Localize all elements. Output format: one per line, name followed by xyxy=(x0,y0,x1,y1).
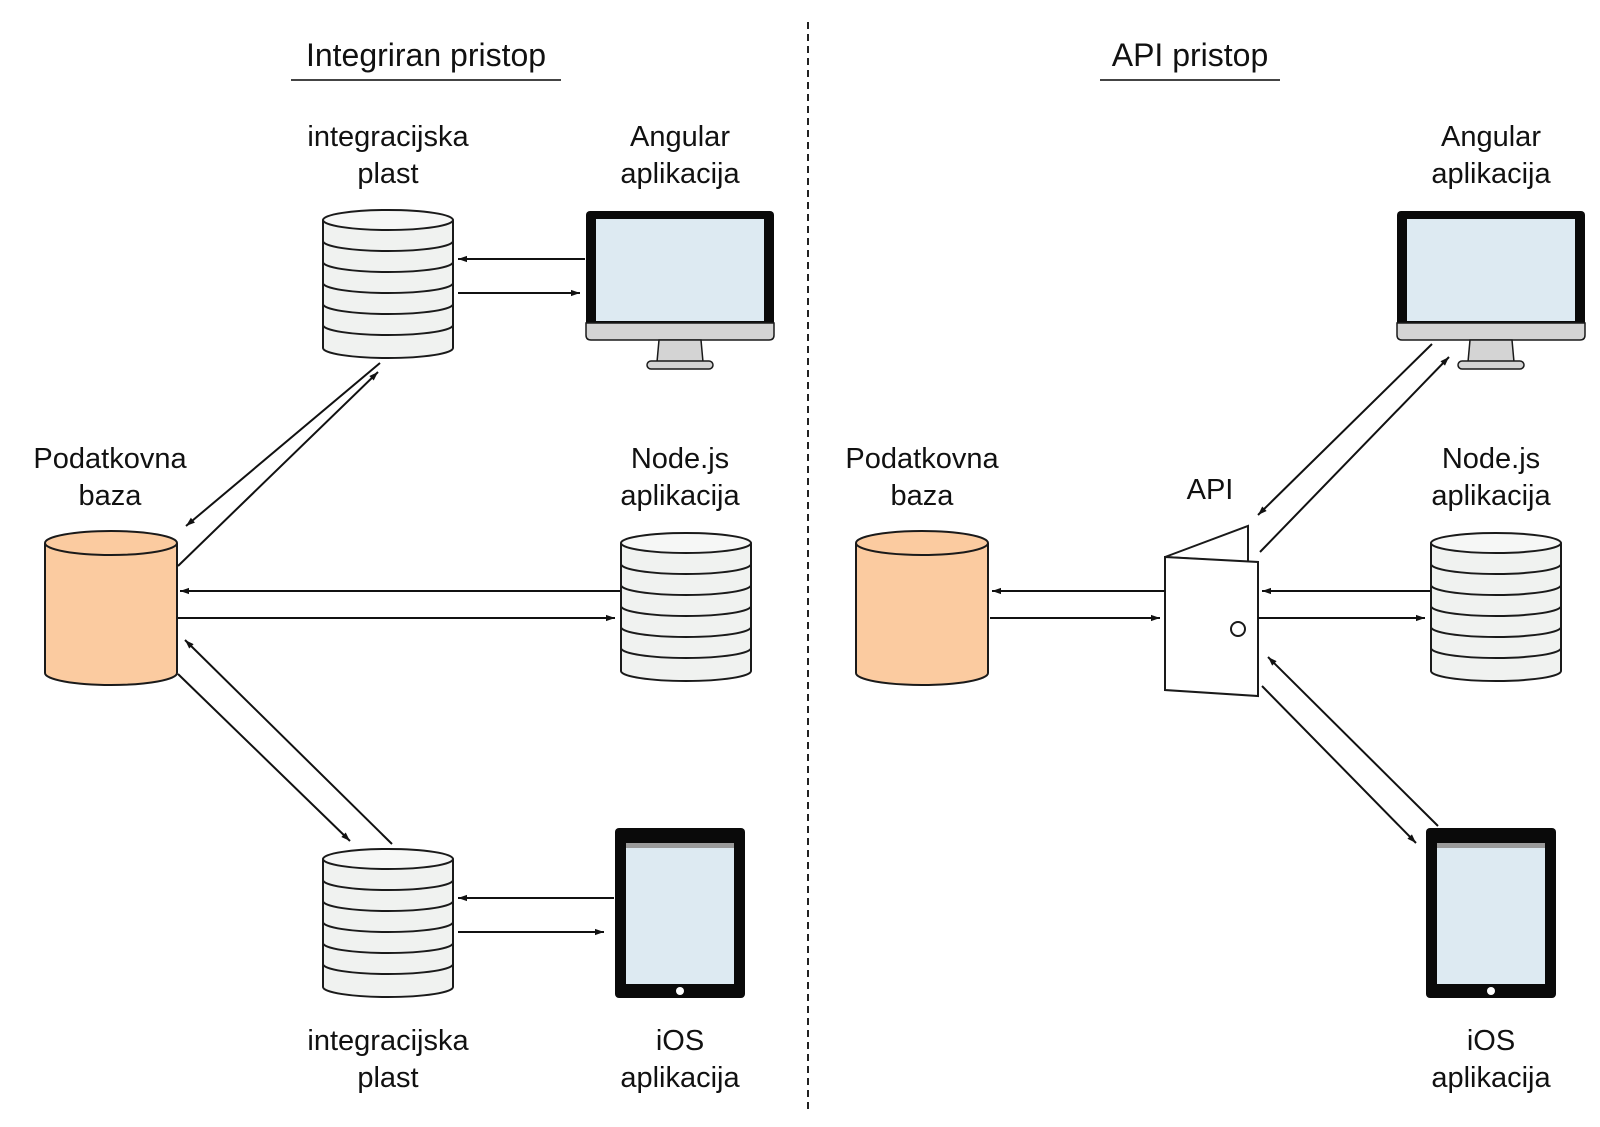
label-line: Angular xyxy=(1441,121,1541,153)
right-database-label: Podatkovna baza xyxy=(822,441,1022,515)
arrow-angular-to-api xyxy=(1257,343,1433,516)
left-ios-label: iOS aplikacija xyxy=(585,1023,775,1097)
left-title-underline xyxy=(291,79,561,81)
nodejs-server-icon xyxy=(620,532,752,682)
right-arrows xyxy=(990,343,1450,844)
integration-layer-bottom-icon xyxy=(322,848,454,998)
angular-monitor-icon xyxy=(585,210,775,370)
left-database-label: Podatkovna baza xyxy=(10,441,210,515)
arrow-ios-to-api xyxy=(1267,656,1439,827)
label-line: aplikacija xyxy=(620,158,740,190)
ios-tablet-icon xyxy=(615,828,745,998)
label-line: baza xyxy=(890,480,954,512)
left-panel-title: Integriran pristop xyxy=(305,37,547,73)
label-line: Podatkovna xyxy=(33,443,187,475)
label-line: Node.js xyxy=(1441,443,1541,475)
nodejs-server-icon xyxy=(1430,532,1562,682)
api-door-icon xyxy=(1164,524,1259,698)
label-line: integracijska xyxy=(307,121,469,153)
label-line: plast xyxy=(357,158,419,190)
label-line: aplikacija xyxy=(1431,1062,1551,1094)
label-line: aplikacija xyxy=(1431,158,1551,190)
label-line: integracijska xyxy=(307,1025,469,1057)
arrow-database-to-integration-bottom xyxy=(177,673,351,842)
database-icon xyxy=(855,530,989,686)
arrow-database-to-integration xyxy=(177,371,379,567)
right-panel xyxy=(855,210,1586,998)
label-line: Angular xyxy=(630,121,730,153)
arrow-api-to-ios xyxy=(1261,685,1417,844)
left-integration-top-label: integracijska plast xyxy=(278,119,498,193)
right-api-label: API xyxy=(1186,474,1234,506)
right-ios-label: iOS aplikacija xyxy=(1396,1023,1586,1097)
left-node-label: Node.js aplikacija xyxy=(585,441,775,515)
label-line: plast xyxy=(357,1062,419,1094)
label-line: Podatkovna xyxy=(845,443,999,475)
right-angular-label: Angular aplikacija xyxy=(1396,119,1586,193)
label-line: iOS xyxy=(655,1025,705,1057)
angular-monitor-icon xyxy=(1396,210,1586,370)
left-arrows xyxy=(177,255,620,936)
arrow-api-to-angular xyxy=(1259,356,1450,553)
label-line: iOS xyxy=(1466,1025,1516,1057)
arrow-integration-bottom-to-database xyxy=(184,639,393,845)
label-line: aplikacija xyxy=(620,480,740,512)
label-line: baza xyxy=(78,480,142,512)
label-line: aplikacija xyxy=(620,1062,740,1094)
label-line: aplikacija xyxy=(1431,480,1551,512)
left-integration-bottom-label: integracijska plast xyxy=(278,1023,498,1097)
left-panel xyxy=(44,209,775,998)
right-node-label: Node.js aplikacija xyxy=(1396,441,1586,515)
arrow-integration-to-database xyxy=(185,362,381,527)
integration-layer-top-icon xyxy=(322,209,454,359)
left-angular-label: Angular aplikacija xyxy=(585,119,775,193)
right-title-underline xyxy=(1100,79,1280,81)
label-line: Node.js xyxy=(630,443,730,475)
database-icon xyxy=(44,530,178,686)
ios-tablet-icon xyxy=(1426,828,1556,998)
right-panel-title: API pristop xyxy=(1111,37,1269,73)
